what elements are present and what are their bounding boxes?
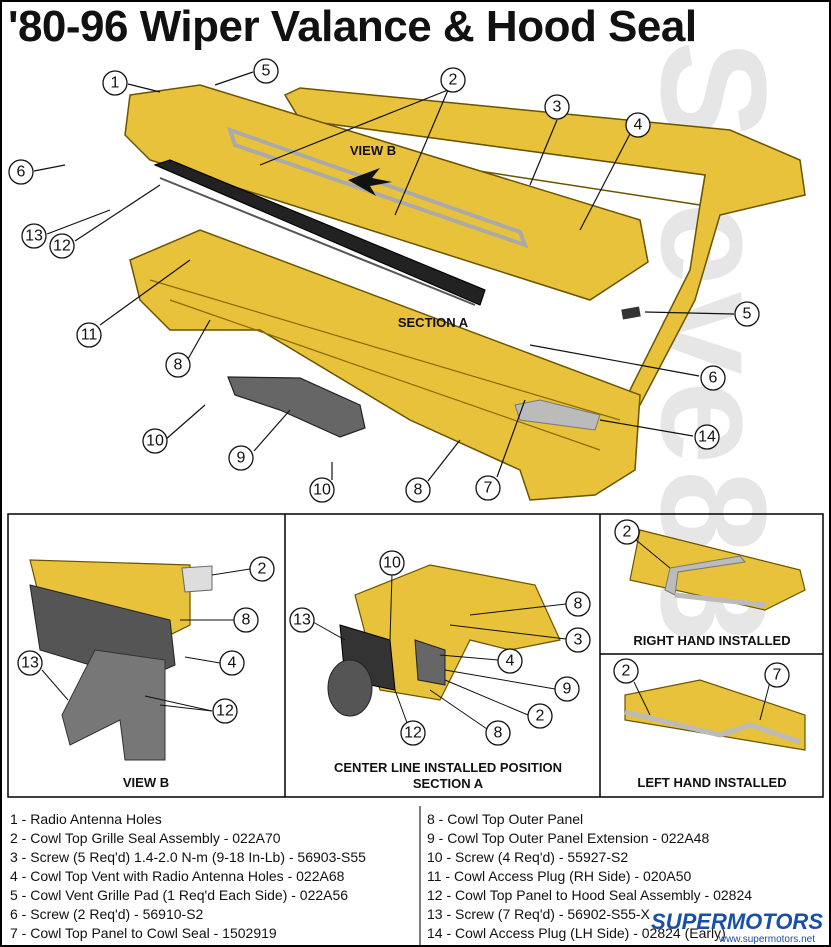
legend-item: 5 - Cowl Vent Grille Pad (1 Req'd Each S… — [10, 887, 349, 903]
callout-13-left: 13 — [21, 223, 47, 249]
hood-seal-strip — [153, 159, 486, 306]
legend-item: 7 - Cowl Top Panel to Cowl Seal - 150291… — [10, 925, 277, 941]
legend-item: 3 - Screw (5 Req'd) 1.4-2.0 N-m (9-18 In… — [10, 849, 366, 865]
svg-text:8: 8 — [242, 612, 251, 629]
left-caption: LEFT HAND INSTALLED — [637, 775, 786, 790]
svg-text:7: 7 — [773, 667, 782, 684]
svg-text:10: 10 — [146, 433, 164, 450]
svg-text:9: 9 — [563, 681, 572, 698]
view-b-panel: 2 8 4 13 12 VIEW B — [17, 556, 275, 790]
svg-text:9: 9 — [237, 450, 246, 467]
center-panel: 10 13 8 3 4 9 2 8 12 CENTER LINE INSTALL… — [289, 550, 591, 791]
svg-text:11: 11 — [81, 327, 98, 344]
legend-left: 1 - Radio Antenna Holes 2 - Cowl Top Gri… — [10, 810, 366, 943]
legend-item: 9 - Cowl Top Outer Panel Extension - 022… — [427, 830, 710, 846]
center-caption-1: CENTER LINE INSTALLED POSITION — [334, 760, 562, 775]
callout-7: 7 — [475, 475, 501, 501]
svg-text:12: 12 — [216, 703, 234, 720]
svg-text:14: 14 — [698, 429, 716, 446]
legend-item: 10 - Screw (4 Req'd) - 55927-S2 — [427, 849, 629, 865]
svg-text:12: 12 — [53, 238, 71, 255]
brand-logo: SUPERMOTORS — [651, 909, 823, 934]
callout-11: 11 — [76, 322, 102, 348]
cowl-outer-panel — [129, 229, 641, 501]
legend-item: 12 - Cowl Top Panel to Hood Seal Assembl… — [427, 887, 753, 903]
svg-text:3: 3 — [574, 632, 583, 649]
callout-12-left: 12 — [49, 233, 75, 259]
svg-text:6: 6 — [17, 164, 26, 181]
callout-8-left: 8 — [165, 352, 191, 378]
svg-text:1: 1 — [111, 75, 120, 92]
svg-text:8: 8 — [494, 725, 503, 742]
svg-text:6: 6 — [709, 370, 718, 387]
legend-item: 14 - Cowl Access Plug (LH Side) - 02824 … — [427, 925, 726, 941]
legend-item: 8 - Cowl Top Outer Panel — [427, 811, 584, 827]
callout-8-bottom: 8 — [405, 477, 431, 503]
legend-item: 2 - Cowl Top Grille Seal Assembly - 022A… — [10, 830, 281, 846]
callout-10-left: 10 — [142, 428, 168, 454]
main-callouts: 1 5 2 3 4 6 13 12 11 8 9 10 10 8 7 14 6 … — [8, 58, 760, 503]
legend-item: 1 - Radio Antenna Holes — [10, 811, 162, 827]
callout-9: 9 — [228, 445, 254, 471]
right-hand-panel: 2 RIGHT HAND INSTALLED — [614, 519, 806, 648]
svg-text:4: 4 — [228, 655, 237, 672]
legend-item: 13 - Screw (7 Req'd) - 56902-S55-X — [427, 906, 650, 922]
svg-text:5: 5 — [743, 306, 752, 323]
svg-text:4: 4 — [506, 653, 515, 670]
callout-14: 14 — [694, 424, 720, 450]
svg-text:2: 2 — [622, 663, 631, 680]
callout-6-right: 6 — [700, 365, 726, 391]
legend-item: 4 - Cowl Top Vent with Radio Antenna Hol… — [10, 868, 345, 884]
detail-frame — [7, 513, 824, 798]
callout-5-top: 5 — [253, 58, 279, 84]
svg-text:13: 13 — [21, 655, 39, 672]
svg-text:7: 7 — [484, 480, 493, 497]
svg-text:12: 12 — [404, 725, 422, 742]
svg-text:10: 10 — [313, 482, 331, 499]
svg-text:4: 4 — [634, 117, 643, 134]
svg-text:2: 2 — [536, 708, 545, 725]
callout-3-top: 3 — [544, 94, 570, 120]
svg-text:5: 5 — [262, 63, 271, 80]
right-caption: RIGHT HAND INSTALLED — [633, 633, 790, 648]
callout-6-left: 6 — [8, 159, 34, 185]
view-b-caption: VIEW B — [123, 775, 169, 790]
callout-5-right: 5 — [734, 301, 760, 327]
svg-text:10: 10 — [383, 555, 401, 572]
legend-item: 11 - Cowl Access Plug (RH Side) - 020A50 — [427, 868, 692, 884]
page-title: '80-96 Wiper Valance & Hood Seal — [8, 2, 697, 51]
svg-text:13: 13 — [25, 228, 43, 245]
center-caption-2: SECTION A — [413, 776, 484, 791]
callout-10-bottom: 10 — [309, 477, 335, 503]
outer-panel-extension — [227, 376, 366, 438]
callout-1: 1 — [102, 70, 128, 96]
svg-text:2: 2 — [258, 561, 267, 578]
left-hand-panel: 2 7 LEFT HAND INSTALLED — [613, 658, 806, 790]
svg-text:8: 8 — [414, 482, 423, 499]
svg-text:8: 8 — [174, 357, 183, 374]
svg-text:8: 8 — [574, 596, 583, 613]
section-a-label: SECTION A — [398, 315, 469, 330]
brand-url: www.supermotors.net — [718, 934, 815, 945]
svg-text:2: 2 — [623, 524, 632, 541]
svg-text:3: 3 — [553, 99, 562, 116]
view-b-label: VIEW B — [350, 143, 396, 158]
callout-2-top: 2 — [440, 67, 466, 93]
svg-text:2: 2 — [449, 72, 458, 89]
legend-right: 8 - Cowl Top Outer Panel 9 - Cowl Top Ou… — [427, 810, 752, 943]
callout-4-top: 4 — [625, 112, 651, 138]
legend-item: 6 - Screw (2 Req'd) - 56910-S2 — [10, 906, 204, 922]
svg-text:13: 13 — [293, 612, 311, 629]
